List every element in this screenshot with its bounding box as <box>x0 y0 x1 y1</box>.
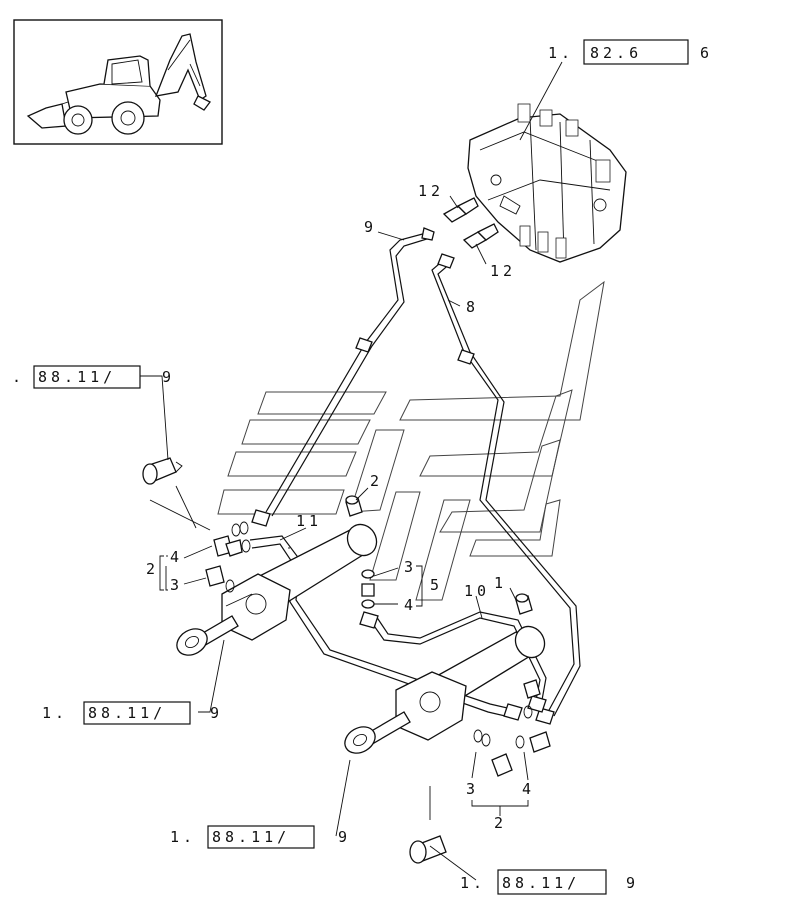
callout-3-bottom: 3 <box>466 780 479 798</box>
ref-left-lower-prefix: 1. <box>42 704 68 722</box>
pin-bottom[interactable] <box>409 835 447 864</box>
callout-4-left: 4 <box>170 548 183 566</box>
callout-12-lower: 12 <box>490 262 516 280</box>
callout-9: 9 <box>364 218 377 236</box>
ref-left-upper-prefix: . <box>12 368 25 386</box>
ref-bottom-center-prefix: 1. <box>170 828 196 846</box>
ref-bottom-center-suffix: 9 <box>338 828 351 846</box>
ref-left-upper-box-text: 88.11/ <box>38 368 116 386</box>
control-valve-icon[interactable] <box>467 103 627 263</box>
ref-bottom-right-box-text: 88.11/ <box>502 874 580 892</box>
ref-top[interactable]: 1. 82.6 6 <box>548 39 713 65</box>
callout-2-plug: 2 <box>370 472 383 490</box>
elbow-fitting-left-lower[interactable] <box>205 565 225 587</box>
elbow-fitting-left-upper[interactable] <box>213 535 243 557</box>
ref-left-upper[interactable]: . 88.11/ 9 <box>12 365 175 389</box>
ref-left-lower-suffix: 9 <box>210 704 223 722</box>
hose-9[interactable] <box>251 227 435 527</box>
ref-bottom-right-suffix: 9 <box>626 874 639 892</box>
cylinder-right[interactable] <box>340 621 550 758</box>
callout-8: 8 <box>466 298 479 316</box>
ref-left-lower-box-text: 88.11/ <box>88 704 166 722</box>
ref-left-lower[interactable]: 1. 88.11/ 9 <box>42 701 223 725</box>
manufacturer-watermark <box>217 280 605 601</box>
callout-1: 1 <box>494 574 507 592</box>
adapter-fitting-lower[interactable] <box>462 223 499 249</box>
callout-5: 5 <box>430 576 443 594</box>
ref-bottom-center[interactable]: 1. 88.11/ 9 <box>170 825 351 849</box>
ref-top-prefix: 1. <box>548 44 574 62</box>
plug-2[interactable] <box>345 495 363 517</box>
ref-top-box-text: 82.6 <box>590 44 642 62</box>
callouts: 12 12 9 8 2 11 4 2 3 3 5 4 10 1 3 4 2 <box>146 182 535 832</box>
o-rings-left <box>225 521 251 593</box>
bracket-2-left <box>159 555 164 591</box>
callout-4-bottom: 4 <box>522 780 535 798</box>
ref-top-suffix: 6 <box>700 44 713 62</box>
thumbnail-frame[interactable] <box>13 19 223 145</box>
callout-4-center: 4 <box>404 596 417 614</box>
pin-upper-left[interactable] <box>142 457 183 485</box>
leader-lines <box>140 61 563 881</box>
callout-10: 10 <box>464 582 490 600</box>
callout-11: 11 <box>296 512 322 530</box>
callout-12-upper: 12 <box>418 182 444 200</box>
ref-bottom-right[interactable]: 1. 88.11/ 9 <box>460 869 639 895</box>
callout-3-left: 3 <box>170 576 183 594</box>
ref-bottom-right-prefix: 1. <box>460 874 486 892</box>
cylinder-left[interactable] <box>172 519 382 660</box>
fitting-bottom[interactable] <box>473 679 551 777</box>
plug-1[interactable] <box>515 593 533 615</box>
ref-bottom-center-box-text: 88.11/ <box>212 828 290 846</box>
hose-8[interactable] <box>431 253 581 725</box>
callout-2-left: 2 <box>146 560 159 578</box>
callout-3-center: 3 <box>404 558 417 576</box>
fitting-center[interactable] <box>361 569 375 609</box>
adapter-fitting-upper[interactable] <box>442 197 479 223</box>
ref-left-upper-suffix: 9 <box>162 368 175 386</box>
backhoe-loader-icon <box>26 33 211 135</box>
hose-11[interactable] <box>249 535 523 721</box>
callout-2-bottom: 2 <box>494 814 507 832</box>
